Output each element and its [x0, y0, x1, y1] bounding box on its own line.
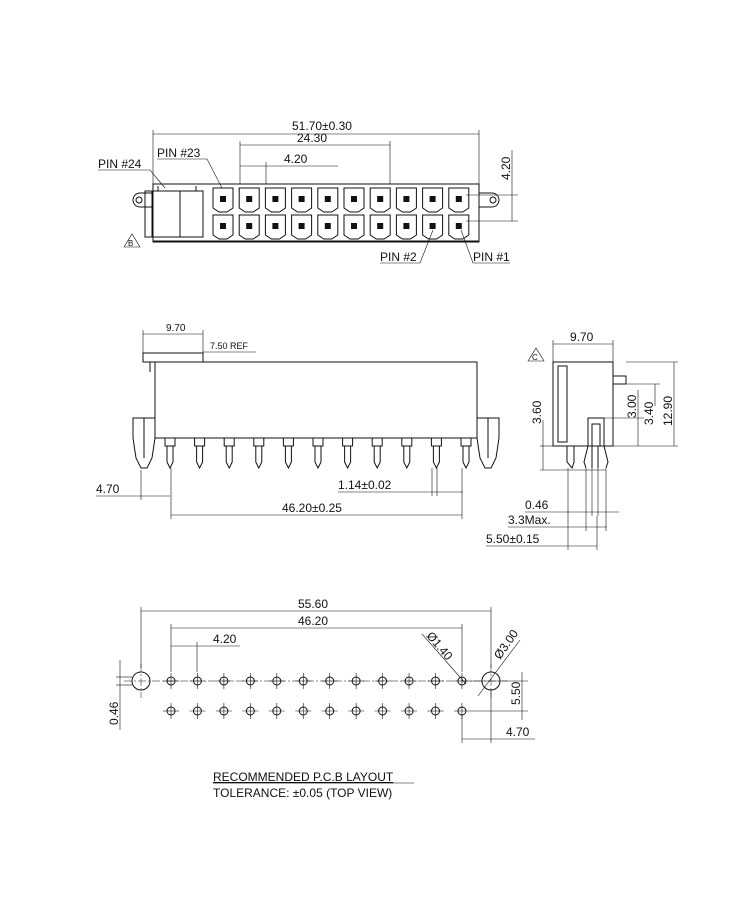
terminal-cavity [395, 187, 417, 213]
top-row-pitch-label: 4.20 [499, 156, 513, 180]
pcb-hole [374, 703, 391, 719]
end-pin-dim-label: 0.46 [525, 498, 549, 512]
solder-tail [430, 437, 442, 470]
solder-tail [164, 437, 176, 470]
pcb-layout: 55.60 46.20 4.20 Ø1.40 Ø3.00 5.50 4.70 0… [107, 597, 535, 800]
datum-b-marker [123, 233, 141, 248]
pin23-label: PIN #23 [157, 146, 201, 160]
end-h360-label: 3.60 [530, 400, 544, 424]
end-h300-label: 3.00 [625, 394, 639, 418]
pcb-hole [295, 703, 312, 719]
top-overall-width-label: 51.70±0.30 [292, 119, 352, 133]
terminal-cavity [291, 214, 313, 240]
solder-tail [371, 437, 383, 470]
svg-text:B: B [128, 239, 133, 248]
pcb-pitch-label: 4.20 [213, 632, 237, 646]
end-max-label: 3.3Max. [508, 513, 551, 527]
terminal-cavity [291, 187, 313, 213]
end-height-label: 12.90 [661, 396, 675, 426]
pcb-row-pitch-label: 5.50 [509, 681, 523, 705]
datum-c-marker [527, 347, 545, 362]
pcb-hole-span-label: 46.20 [298, 614, 328, 628]
pcb-hole [215, 703, 232, 719]
terminal-cavity [422, 214, 444, 240]
end-depth-label: 9.70 [570, 330, 594, 344]
terminal-cavity [212, 214, 234, 240]
pcb-hole [321, 703, 338, 719]
side-pin-width-label: 1.14±0.02 [338, 478, 392, 492]
terminal-cavity [317, 187, 339, 213]
solder-tail [312, 437, 324, 470]
solder-tail [282, 437, 294, 470]
end-offset-label: 5.50±0.15 [486, 532, 540, 546]
terminal-cavity [369, 187, 391, 213]
pcb-hole [189, 703, 206, 719]
terminal-cavity [212, 187, 234, 213]
terminal-cavity [448, 214, 470, 240]
terminal-cavity [343, 214, 365, 240]
pin1-label: PIN #1 [473, 250, 510, 264]
top-view: 51.70±0.30 24.30 4.20 4.20 PIN #24 PIN #… [98, 119, 518, 264]
pcb-hole [427, 703, 444, 719]
solder-tail [223, 437, 235, 470]
pcb-hole [348, 703, 365, 719]
terminal-cavity [238, 214, 260, 240]
terminal-cavity [448, 187, 470, 213]
pcb-tolerance: TOLERANCE: ±0.05 (TOP VIEW) [213, 786, 392, 800]
svg-text:C: C [532, 353, 538, 362]
pcb-hole [163, 703, 179, 719]
pcb-offset-label: 4.70 [506, 725, 530, 739]
solder-tail [460, 437, 472, 470]
pcb-peg-span-label: 55.60 [298, 597, 328, 611]
side-latch-ref-label: 7.50 REF [210, 341, 249, 351]
terminal-cavity [238, 187, 260, 213]
terminal-cavity [395, 214, 417, 240]
solder-tail [401, 437, 413, 470]
solder-tail [253, 437, 265, 470]
top-pitch-label: 4.20 [284, 152, 308, 166]
pcb-hole [268, 703, 285, 719]
pcb-hole [401, 703, 418, 719]
terminal-cavity [264, 187, 286, 213]
side-view: 9.70 7.50 REF 4.70 1.14±0.02 46.20±0.25 [96, 323, 500, 519]
terminal-cavity [343, 187, 365, 213]
pcb-title: RECOMMENDED P.C.B LAYOUT [213, 770, 394, 784]
terminal-cavity [369, 214, 391, 240]
solder-tail [194, 437, 206, 470]
pcb-hole-dia-label: Ø1.40 [424, 629, 456, 663]
side-pin-span-label: 46.20±0.25 [282, 501, 342, 515]
side-left-offset-label: 4.70 [96, 482, 120, 496]
pcb-hole [242, 703, 259, 719]
end-view: 9.70 12.90 3.40 3.00 3.60 0.46 3.3Max. 5… [486, 330, 678, 550]
end-h340-label: 3.40 [642, 401, 656, 425]
terminal-cavity [317, 214, 339, 240]
pin2-label: PIN #2 [380, 250, 417, 264]
pcb-peg-offset-label: 0.46 [107, 701, 121, 725]
terminal-cavity [264, 214, 286, 240]
top-span-label: 24.30 [297, 131, 327, 145]
terminal-cavity [422, 187, 444, 213]
solder-tail [342, 437, 354, 470]
pin24-label: PIN #24 [98, 157, 142, 171]
side-latch-label: 9.70 [166, 323, 186, 334]
